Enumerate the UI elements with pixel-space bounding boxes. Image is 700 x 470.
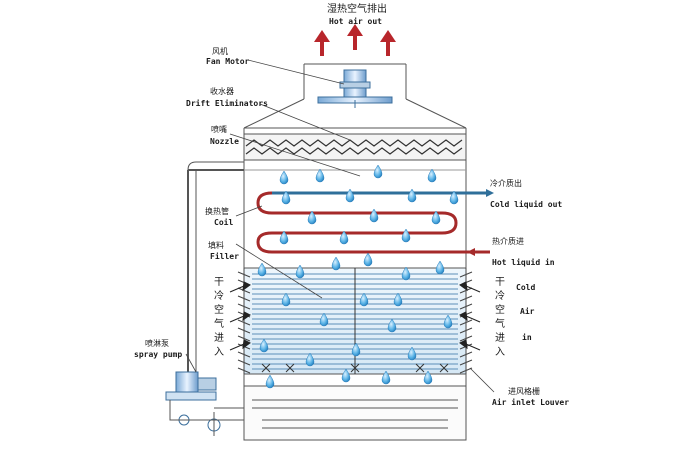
louver-blade xyxy=(459,351,473,358)
cold-air-in-right-en-3: in xyxy=(522,333,532,342)
water-drop xyxy=(281,190,291,205)
water-drop xyxy=(369,208,379,223)
louver-blade xyxy=(459,359,473,366)
drift-eliminators-label-en: Drift Eliminators xyxy=(186,99,268,108)
water-drop xyxy=(407,346,417,361)
louver-blade xyxy=(237,327,251,334)
water-drop xyxy=(265,374,275,389)
spray-pump-label-cn: 喷淋泵 xyxy=(145,339,169,348)
water-drop xyxy=(423,370,433,385)
water-drop xyxy=(259,338,269,353)
support-x xyxy=(261,363,271,373)
coil-label-en: Coil xyxy=(214,218,234,227)
filler-label-en: Filler xyxy=(210,252,239,261)
cold-air-in-right-en-2: Air xyxy=(520,307,535,316)
heat-exchange-coil xyxy=(256,189,494,256)
water-drop xyxy=(307,210,317,225)
water-drop xyxy=(339,230,349,245)
spray-header xyxy=(187,161,466,382)
water-drop xyxy=(427,168,437,183)
leader-lines xyxy=(185,59,495,393)
water-drop xyxy=(295,264,305,279)
louver-blade xyxy=(237,271,251,278)
water-drop xyxy=(435,260,445,275)
water-drop xyxy=(351,342,361,357)
spray-pump-icon xyxy=(165,371,244,436)
water-drop xyxy=(359,292,369,307)
air-inlet-louver-label-cn: 进风格栅 xyxy=(508,387,540,396)
water-drop xyxy=(393,292,403,307)
nozzle-label-en: Nozzle xyxy=(210,137,239,146)
drift-eliminators-label-cn: 收水器 xyxy=(210,87,234,96)
louver-blade xyxy=(237,287,251,294)
fan-motor-label-cn: 风机 xyxy=(212,47,228,56)
fan-motor-label-en: Fan Motor xyxy=(206,57,250,66)
spray-pump-label-en: spray pump xyxy=(134,350,183,359)
louver-blade xyxy=(237,303,251,310)
cold-liquid-out-label-en: Cold liquid out xyxy=(490,200,563,209)
support-x xyxy=(350,363,360,373)
water-drop xyxy=(401,228,411,243)
water-drop xyxy=(407,188,417,203)
cold-air-in-arrows-right xyxy=(459,281,481,351)
louver-blade xyxy=(459,303,473,310)
louver-blade xyxy=(237,319,251,326)
hot-liquid-in-label-cn: 热介质进 xyxy=(492,237,524,246)
filler-label-cn: 填料 xyxy=(208,241,224,250)
fan-stack xyxy=(243,63,467,160)
water-drop xyxy=(279,170,289,185)
support-x xyxy=(439,363,449,373)
filler-supports xyxy=(261,268,449,374)
water-droplets xyxy=(257,164,459,389)
water-drop xyxy=(381,370,391,385)
water-drop xyxy=(387,318,397,333)
air-inlet-louver-label-en: Air inlet Louver xyxy=(492,398,570,407)
louver-blade xyxy=(459,367,473,374)
water-drop xyxy=(373,164,383,179)
louver-blade xyxy=(459,319,473,326)
louver-blade xyxy=(459,287,473,294)
title-cn: 湿热空气排出 xyxy=(327,4,387,15)
water-drop xyxy=(315,168,325,183)
water-drop xyxy=(345,188,355,203)
title-en: Hot air out xyxy=(329,17,382,26)
cold-air-in-right-en-1: Cold xyxy=(516,283,536,292)
water-drop xyxy=(279,230,289,245)
support-x xyxy=(415,363,425,373)
fan-motor-icon xyxy=(317,69,393,108)
louver-blade xyxy=(459,335,473,342)
hot-air-out-arrows xyxy=(314,24,396,56)
louver-blade xyxy=(459,327,473,334)
louver-blade xyxy=(237,367,251,374)
louver-blade xyxy=(459,295,473,302)
water-drop xyxy=(319,312,329,327)
water-drop xyxy=(281,292,291,307)
coil-label-cn: 换热管 xyxy=(205,207,229,216)
hot-liquid-in-label-en: Hot liquid in xyxy=(492,258,555,267)
water-drop xyxy=(331,256,341,271)
louver-blade xyxy=(237,295,251,302)
water-drop xyxy=(401,266,411,281)
cold-liquid-out-label-cn: 冷介质出 xyxy=(490,179,522,188)
support-x xyxy=(285,363,295,373)
water-drop xyxy=(449,190,459,205)
drift-eliminators xyxy=(243,133,467,161)
nozzle-label-cn: 喷嘴 xyxy=(211,125,227,134)
water-drop xyxy=(305,352,315,367)
water-drop xyxy=(257,262,267,277)
louver-blade xyxy=(459,271,473,278)
cold-air-in-right-cn: 干冷空气进入 xyxy=(495,277,505,358)
louver-blade xyxy=(237,351,251,358)
louver-blade xyxy=(237,335,251,342)
cold-air-in-left-cn: 干冷空气进入 xyxy=(214,277,224,358)
water-drop xyxy=(341,368,351,383)
water-drop xyxy=(363,252,373,267)
water-drop xyxy=(431,210,441,225)
louver-blade xyxy=(237,359,251,366)
water-drop xyxy=(443,314,453,329)
cold-air-in-arrows-left xyxy=(229,281,251,351)
